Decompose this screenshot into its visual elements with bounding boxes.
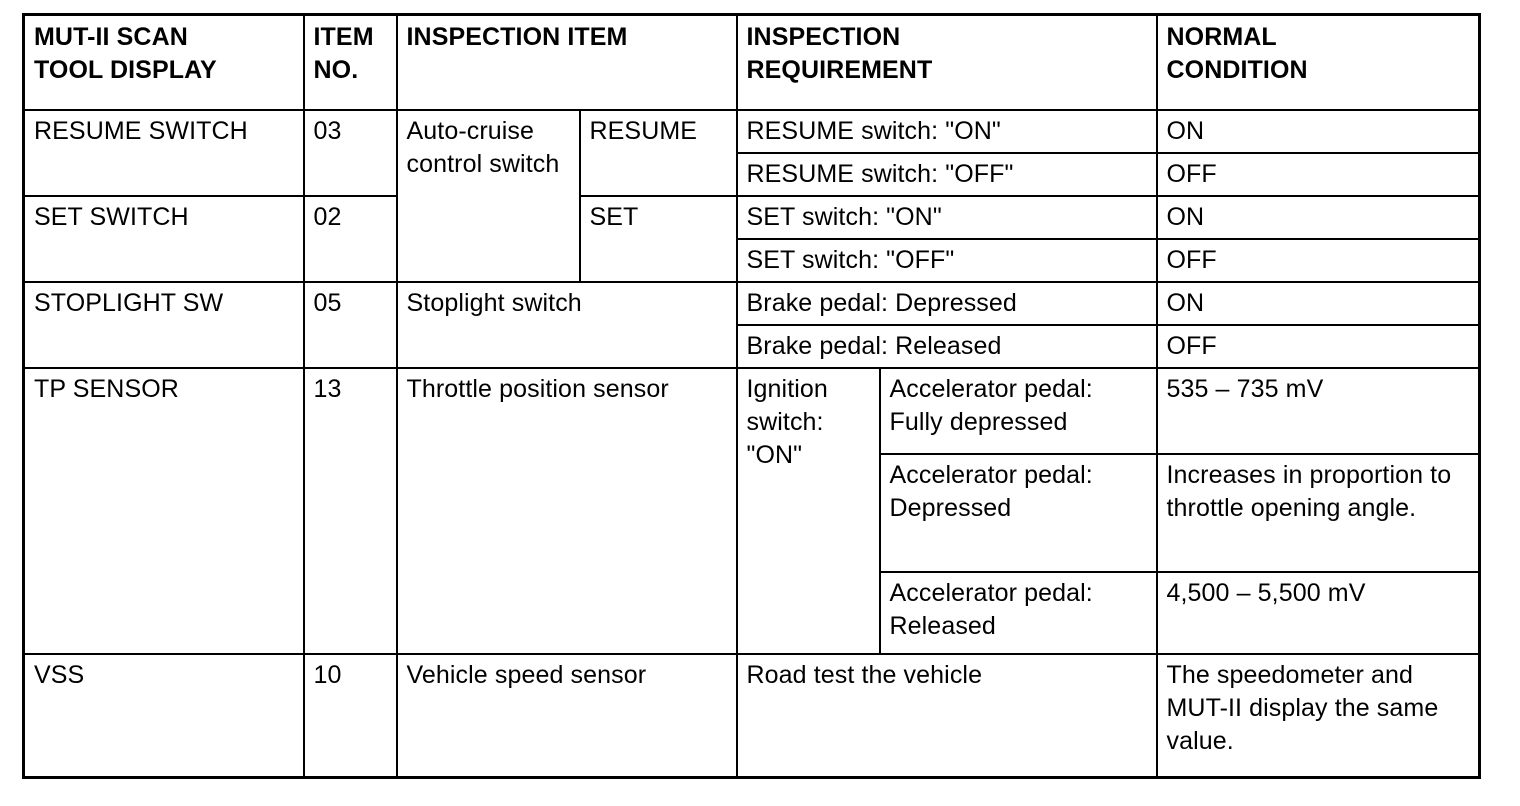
table-row: TP SENSOR 13 Throttle position sensor Ig… xyxy=(22,367,1481,655)
header-scan-tool-display-line2: TOOL DISPLAY xyxy=(34,55,217,84)
cell-requirement: Brake pedal: Depressed xyxy=(735,281,1158,326)
cell-normal-condition: ON xyxy=(1155,281,1481,326)
table-row: VSS 10 Vehicle speed sensor Road test th… xyxy=(22,653,1481,778)
cell-normal-condition: ON xyxy=(1155,195,1481,240)
cell-requirement: Brake pedal: Released xyxy=(735,324,1158,369)
cell-inspection-item-vehicle-speed-sensor: Vehicle speed sensor xyxy=(395,653,738,778)
header-inspection-requirement: INSPECTION REQUIREMENT xyxy=(735,13,1158,111)
mut-ii-inspection-table: MUT-II SCAN TOOL DISPLAY ITEM NO. INSPEC… xyxy=(22,13,1481,779)
header-scan-tool-display-line1: MUT-II SCAN xyxy=(34,23,188,51)
cell-display-resume-switch: RESUME SWITCH xyxy=(22,109,305,197)
header-inspection-requirement-line1: INSPECTION xyxy=(746,23,901,51)
header-inspection-requirement-line2: REQUIREMENT xyxy=(746,55,933,84)
cell-inspection-item-stoplight-switch: Stoplight switch xyxy=(395,281,738,369)
header-normal-condition-line1: NORMAL xyxy=(1166,23,1277,51)
table-row: Brake pedal: Released OFF xyxy=(24,324,1481,369)
table-row: RESUME switch: "OFF" OFF xyxy=(24,152,1481,197)
cell-display-set-switch: SET SWITCH xyxy=(22,195,305,283)
cell-requirement: SET switch: "ON" xyxy=(735,195,1158,240)
table-row: STOPLIGHT SW 05 Stoplight switch Brake p… xyxy=(22,281,1481,369)
cell-normal-condition: The speedometer and MUT-II display the s… xyxy=(1155,653,1481,778)
cell-normal-condition: Increases in proportion to throttle open… xyxy=(1155,453,1481,573)
header-normal-condition: NORMAL CONDITION xyxy=(1155,13,1481,111)
cell-normal-condition: OFF xyxy=(1155,152,1481,197)
table-body: RESUME SWITCH 03 Auto-cruise control swi… xyxy=(22,109,1481,778)
cell-inspection-item-throttle-position-sensor: Throttle position sensor xyxy=(395,367,738,655)
cell-item-no-stoplight-sw: 05 xyxy=(302,281,398,369)
header-normal-condition-line2: CONDITION xyxy=(1166,55,1308,84)
table-row: SET switch: "OFF" OFF xyxy=(24,238,1481,283)
cell-item-no-tp-sensor: 13 xyxy=(302,367,398,655)
table-row: Accelerator pedal: Released 4,500 – 5,50… xyxy=(24,571,1481,655)
cell-normal-condition: OFF xyxy=(1155,324,1481,369)
table-header: MUT-II SCAN TOOL DISPLAY ITEM NO. INSPEC… xyxy=(22,13,1481,111)
header-item-no: ITEM NO. xyxy=(302,13,398,111)
cell-display-vss: VSS xyxy=(22,653,305,778)
cell-sub-item-set: SET xyxy=(578,195,738,283)
table-row: RESUME SWITCH 03 Auto-cruise control swi… xyxy=(22,109,1481,283)
cell-display-stoplight-sw: STOPLIGHT SW xyxy=(22,281,305,369)
cell-normal-condition: 535 – 735 mV xyxy=(1155,367,1481,455)
cell-item-no-vss: 10 xyxy=(302,653,398,778)
cell-requirement: RESUME switch: "OFF" xyxy=(735,152,1158,197)
cell-requirement: Accelerator pedal: Released xyxy=(878,571,1158,655)
header-scan-tool-display: MUT-II SCAN TOOL DISPLAY xyxy=(22,13,305,111)
cell-normal-condition: 4,500 – 5,500 mV xyxy=(1155,571,1481,655)
cell-requirement: Accelerator pedal: Depressed xyxy=(878,453,1158,573)
cell-normal-condition: OFF xyxy=(1155,238,1481,283)
header-item-no-line1: ITEM xyxy=(313,23,374,51)
cell-condition-ignition-switch-on: Ignition switch: "ON" xyxy=(735,367,881,655)
table-row: SET SWITCH 02 SET SET switch: "ON" ON xyxy=(22,195,1481,283)
cell-normal-condition: ON xyxy=(1155,109,1481,154)
cell-display-tp-sensor: TP SENSOR xyxy=(22,367,305,655)
cell-item-no-set-switch: 02 xyxy=(302,195,398,283)
cell-inspection-item-auto-cruise: Auto-cruise control switch xyxy=(395,109,581,283)
cell-item-no-resume-switch: 03 xyxy=(302,109,398,197)
header-item-no-line2: NO. xyxy=(313,55,359,84)
cell-requirement: Road test the vehicle xyxy=(735,653,1158,778)
header-inspection-item: INSPECTION ITEM xyxy=(395,13,738,111)
header-row: MUT-II SCAN TOOL DISPLAY ITEM NO. INSPEC… xyxy=(22,13,1481,111)
table-row: Accelerator pedal: Depressed Increases i… xyxy=(24,453,1481,573)
cell-requirement: RESUME switch: "ON" xyxy=(735,109,1158,154)
cell-sub-item-resume: RESUME xyxy=(578,109,738,197)
cell-requirement: SET switch: "OFF" xyxy=(735,238,1158,283)
cell-requirement: Accelerator pedal: Fully depressed xyxy=(878,367,1158,455)
